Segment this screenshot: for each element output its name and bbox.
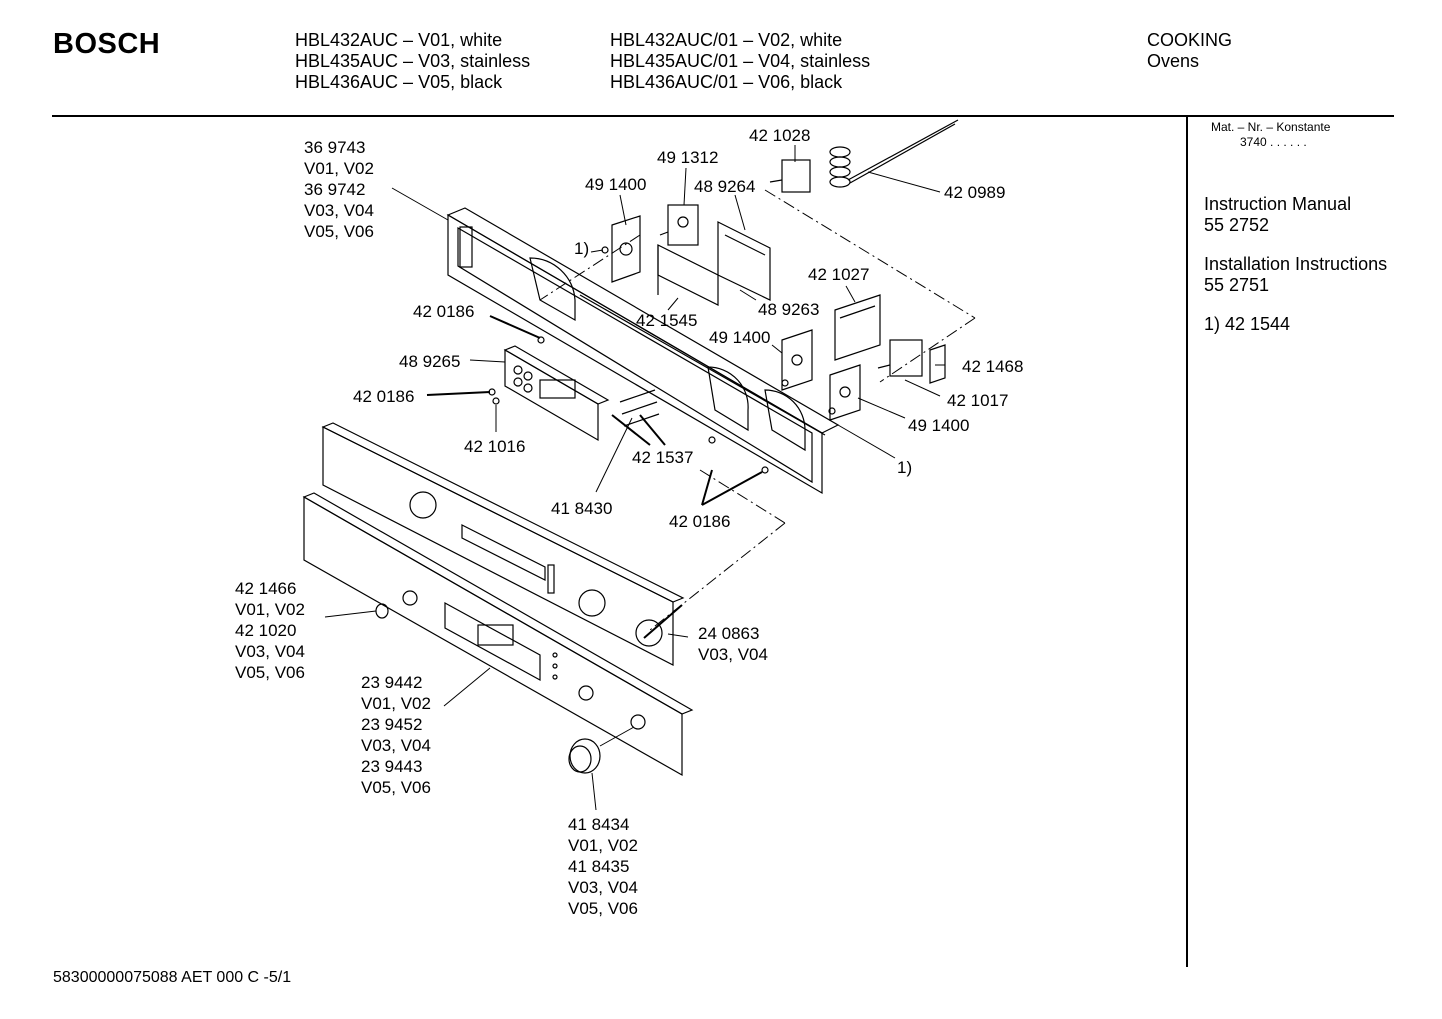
callout-42-1016: 42 1016	[464, 437, 525, 456]
model-line: HBL432AUC/01 – V02, white	[610, 30, 843, 50]
install-number: 55 2751	[1204, 275, 1270, 295]
connector-pins	[619, 389, 660, 427]
callout-42-1545: 42 1545	[636, 311, 697, 330]
callout-41-8430: 41 8430	[551, 499, 612, 518]
callout-42-1028: 42 1028	[749, 126, 810, 145]
callout-42-1537: 42 1537	[632, 448, 693, 467]
callout-48-9264: 48 9264	[694, 177, 755, 196]
callout-41-8434: 41 8434 V01, V02 41 8435 V03, V04 V05, V…	[568, 815, 643, 918]
callout-42-0186-b: 42 0186	[353, 387, 414, 406]
header-rule	[52, 115, 1394, 117]
instruction-manual: Instruction Manual 55 2752	[1204, 194, 1351, 236]
model-line: HBL432AUC – V01, white	[295, 30, 503, 50]
exploded-parts-diagram: 36 9743 V01, V02 36 9742 V03, V04 V05, V…	[235, 119, 1023, 918]
callout-49-1312: 49 1312	[657, 148, 718, 167]
bracket	[657, 244, 719, 306]
angle-bracket	[929, 344, 946, 384]
brand-logo: BOSCH	[53, 28, 161, 60]
callout-49-1400-c: 49 1400	[908, 416, 969, 435]
callout-footnote-1-b: 1)	[897, 458, 912, 477]
mounting-plate	[829, 364, 861, 421]
control-module	[503, 345, 610, 442]
circuit-board	[717, 221, 771, 301]
callout-24-0863: 24 0863 V03, V04	[698, 624, 768, 664]
control-knob	[568, 738, 601, 774]
model-line: HBL436AUC/01 – V06, black	[610, 72, 843, 92]
callout-49-1400-a: 49 1400	[585, 175, 646, 194]
mounting-plate	[781, 329, 813, 391]
small-knob	[375, 603, 389, 619]
control-panel	[302, 492, 694, 777]
callout-42-0186-a: 42 0186	[413, 302, 474, 321]
rear-frame-panel	[446, 207, 840, 495]
callout-23-9442: 23 9442 V01, V02 23 9452 V03, V04 23 944…	[361, 673, 436, 797]
document-id: 58300000075088 AET 000 C -5/1	[53, 969, 292, 986]
model-line: HBL435AUC – V03, stainless	[295, 51, 531, 71]
front-glass-panel	[321, 422, 685, 666]
install-title: Installation Instructions	[1204, 254, 1388, 274]
model-line: HBL435AUC/01 – V04, stainless	[610, 51, 871, 71]
callout-42-0989: 42 0989	[944, 183, 1005, 202]
callout-49-1400-b: 49 1400	[709, 328, 770, 347]
thermostat	[769, 119, 959, 193]
footnote: 1) 42 1544	[1204, 314, 1291, 334]
callout-42-1468: 42 1468	[962, 357, 1023, 376]
rotary-switch	[877, 339, 923, 377]
manual-number: 55 2752	[1204, 215, 1270, 235]
model-list-1: HBL432AUC – V01, white HBL435AUC – V03, …	[295, 30, 530, 93]
mat-value: 3740 . . . . . .	[1240, 135, 1307, 149]
mounting-plate	[611, 215, 641, 283]
mat-label: Mat. – Nr. – Konstante	[1211, 120, 1331, 134]
installation-instructions: Installation Instructions 55 2751	[1204, 254, 1387, 296]
callout-48-9263: 48 9263	[758, 300, 819, 319]
sidebar-divider	[1186, 117, 1188, 967]
manual-title: Instruction Manual	[1204, 194, 1352, 214]
selector-switch	[659, 204, 699, 246]
category-sub: Ovens	[1147, 51, 1200, 71]
model-line: HBL436AUC – V05, black	[295, 72, 503, 92]
callout-48-9265: 48 9265	[399, 352, 460, 371]
callout-42-0186-c: 42 0186	[669, 512, 730, 531]
callout-footnote-1-a: 1)	[574, 239, 589, 258]
screws	[488, 246, 836, 474]
callout-36-9743: 36 9743 V01, V02 36 9742 V03, V04 V05, V…	[304, 138, 379, 241]
model-list-2: HBL432AUC/01 – V02, white HBL435AUC/01 –…	[610, 30, 870, 93]
callout-42-1027: 42 1027	[808, 265, 869, 284]
callout-42-1017: 42 1017	[947, 391, 1008, 410]
category-main: COOKING	[1147, 30, 1233, 50]
category: COOKING Ovens	[1147, 30, 1232, 72]
switch-assembly	[834, 294, 881, 361]
callout-42-1466: 42 1466 V01, V02 42 1020 V03, V04 V05, V…	[235, 579, 310, 682]
